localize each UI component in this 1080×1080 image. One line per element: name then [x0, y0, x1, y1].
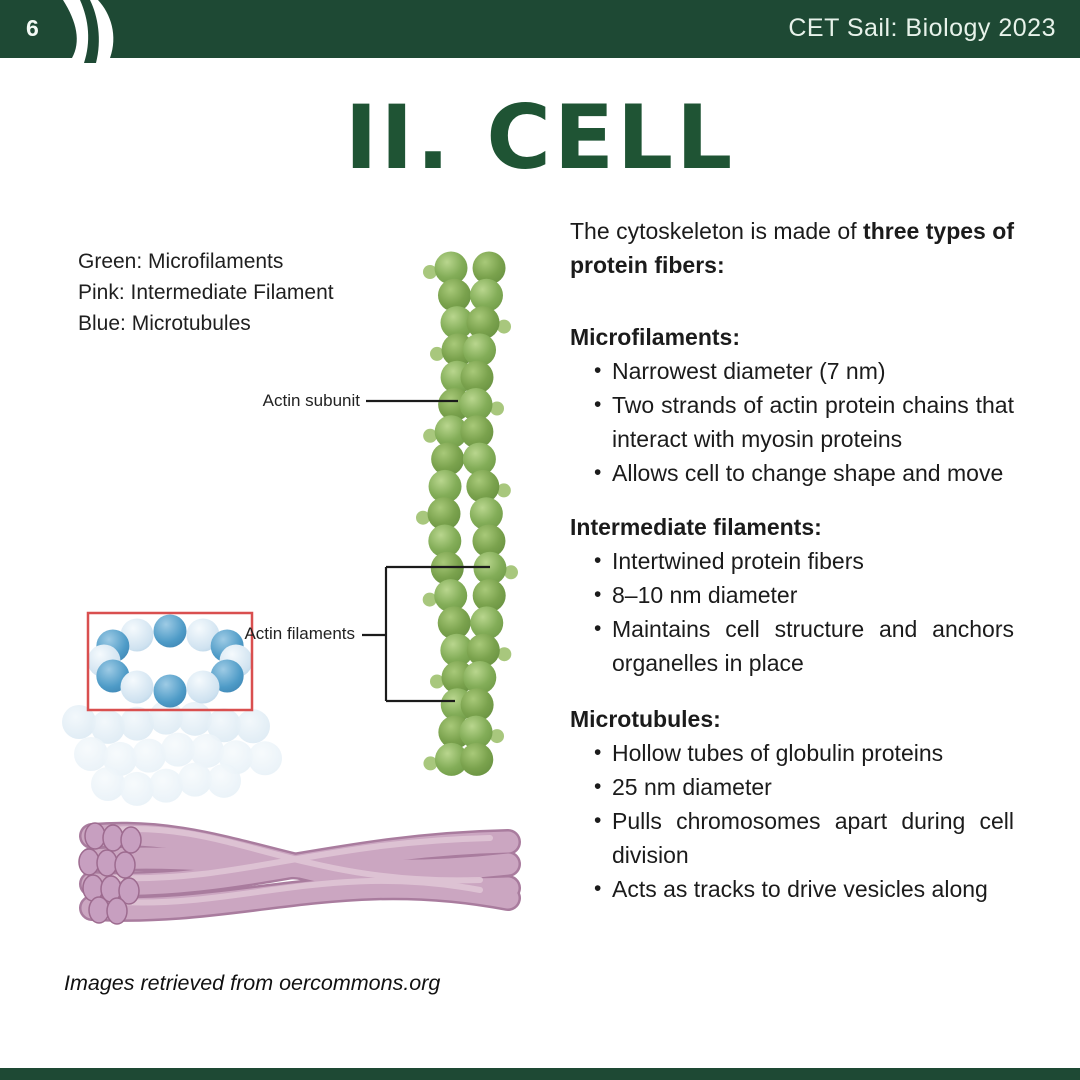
cytoskeleton-diagram	[62, 251, 521, 925]
intermediate-filament-illustration	[78, 821, 521, 925]
actin-subunit-label: Actin subunit	[262, 391, 360, 410]
header-title: CET Sail: Biology 2023	[788, 14, 1056, 42]
list-item: Acts as tracks to drive vesicles along	[570, 872, 1014, 906]
list-item: Pulls chromosomes apart during cell divi…	[570, 804, 1014, 872]
list-item: 25 nm diameter	[570, 770, 1014, 804]
list-item: Two strands of actin protein chains that…	[570, 388, 1014, 456]
legend-line-pink: Pink: Intermediate Filament	[78, 281, 334, 304]
microfilaments-list: Narrowest diameter (7 nm) Two strands of…	[570, 354, 1014, 490]
list-item: Hollow tubes of globulin proteins	[570, 736, 1014, 770]
legend: Green: Microfilaments Pink: Intermediate…	[78, 246, 334, 339]
microtubules-list: Hollow tubes of globulin proteins 25 nm …	[570, 736, 1014, 906]
section-heading-microtubules: Microtubules:	[570, 706, 721, 732]
sail-logo-icon	[63, 0, 114, 63]
image-source-caption: Images retrieved from oercommons.org	[64, 971, 441, 995]
list-item: 8–10 nm diameter	[570, 578, 1014, 612]
legend-line-blue: Blue: Microtubules	[78, 312, 251, 335]
section-heading-microfilaments: Microfilaments:	[570, 324, 740, 350]
actin-filament-illustration	[416, 251, 518, 776]
header-bar: 6 CET Sail: Biology 2023	[0, 0, 1080, 63]
list-item: Allows cell to change shape and move	[570, 456, 1014, 490]
intro-text: The cytoskeleton is made of	[570, 218, 864, 244]
microtubule-body-illustration	[62, 700, 282, 806]
legend-line-green: Green: Microfilaments	[78, 250, 284, 273]
actin-filaments-label: Actin filaments	[244, 624, 355, 643]
microtubule-ring-illustration	[87, 614, 253, 708]
list-item: Maintains cell structure and anchors org…	[570, 612, 1014, 680]
footer-bar	[0, 1068, 1080, 1080]
page-number: 6	[26, 15, 39, 41]
list-item: Intertwined protein fibers	[570, 544, 1014, 578]
intermediate-filaments-list: Intertwined protein fibers 8–10 nm diame…	[570, 544, 1014, 680]
label-connector-lines	[362, 399, 490, 703]
intro-paragraph: The cytoskeleton is made of three types …	[570, 214, 1014, 282]
list-item: Narrowest diameter (7 nm)	[570, 354, 1014, 388]
intro-bold-text: three types of protein fibers:	[570, 218, 1014, 278]
content-column: The cytoskeleton is made of three types …	[570, 214, 1014, 906]
red-highlight-box	[86, 611, 254, 712]
section-heading-intermediate: Intermediate filaments:	[570, 514, 822, 540]
page-title: II. CELL	[344, 86, 736, 189]
